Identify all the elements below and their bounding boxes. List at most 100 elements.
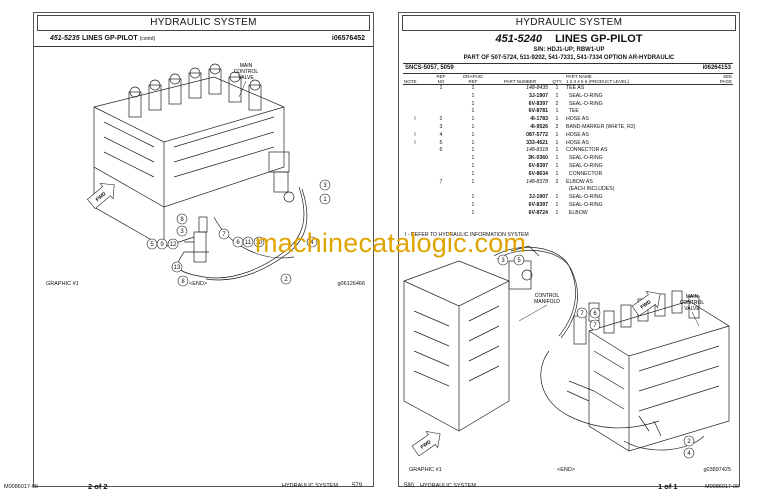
svg-text:FWD: FWD bbox=[420, 439, 433, 451]
row-ref-no: 5 bbox=[439, 139, 443, 146]
right-page-of: 1 of 1 bbox=[658, 482, 678, 491]
right-doc-id: M0086017-00 bbox=[705, 484, 739, 490]
row-part-name: SEAL-O-RING bbox=[566, 201, 603, 208]
left-graphic-label: GRAPHIC #1 bbox=[46, 281, 79, 287]
right-mcv-line3: VALVE bbox=[684, 306, 700, 312]
row-ref-no bbox=[427, 202, 455, 210]
row-see-page bbox=[709, 101, 733, 109]
row-qty: 1 bbox=[555, 85, 559, 91]
row-part-name: SEAL-O-RING bbox=[566, 100, 603, 107]
row-ref-no bbox=[427, 210, 455, 218]
row-note bbox=[403, 93, 427, 101]
right-fwd-arrow-icon-top: FWD bbox=[631, 290, 661, 317]
row-qty: 1 bbox=[555, 209, 559, 216]
right-section-title: 451-5240 LINES GP-PILOT bbox=[399, 33, 739, 45]
callout-9: 9 bbox=[156, 238, 168, 250]
left-end-label: <END> bbox=[189, 281, 208, 287]
svg-text:2: 2 bbox=[284, 277, 288, 283]
row-graphic-ref: 1 bbox=[471, 92, 475, 99]
svg-text:8: 8 bbox=[181, 279, 185, 285]
right-page-number: 580 bbox=[404, 483, 415, 489]
row-part-number: 333-4521 bbox=[526, 139, 548, 146]
row-qty: 1 bbox=[555, 147, 559, 154]
svg-text:2: 2 bbox=[687, 439, 691, 445]
left-fwd-arrow-icon: FWD bbox=[86, 183, 115, 210]
callout-r-6: 6 bbox=[589, 307, 601, 319]
row-graphic-ref: 1 bbox=[471, 100, 475, 107]
row-note bbox=[403, 210, 427, 218]
row-part-number: 6V-8781 bbox=[528, 108, 548, 115]
row-graphic-ref: 1 bbox=[471, 123, 475, 130]
row-part-name: SEAL-O-RING bbox=[566, 194, 603, 201]
callout-6: 6 bbox=[232, 236, 244, 248]
right-mcv-line2: CONTROL bbox=[680, 300, 705, 306]
left-page: HYDRAULIC SYSTEM 451-5235 LINES GP-PILOT… bbox=[33, 12, 374, 487]
row-part-number: 148-8378 bbox=[526, 178, 548, 185]
row-ref-no bbox=[427, 93, 455, 101]
svg-text:6: 6 bbox=[593, 311, 597, 317]
row-qty: 2 bbox=[555, 178, 559, 185]
row-part-name: SEAL-O-RING bbox=[566, 155, 603, 162]
row-note: I bbox=[414, 131, 416, 138]
callout-r-7b: 7 bbox=[589, 319, 601, 331]
right-ref-id: i06264153 bbox=[702, 65, 731, 71]
row-see-page bbox=[709, 210, 733, 218]
left-section-bar: 451-5235 LINES GP-PILOT (contd) i0657645… bbox=[34, 33, 373, 47]
row-qty: 1 bbox=[555, 131, 559, 138]
row-part-number: 148-8435 bbox=[526, 85, 548, 91]
row-note bbox=[403, 108, 427, 116]
left-page-number: 579 bbox=[352, 483, 363, 489]
svg-text:4: 4 bbox=[687, 451, 691, 457]
row-graphic-ref: 1 bbox=[471, 147, 475, 154]
row-graphic-ref: 1 bbox=[471, 116, 475, 123]
row-note bbox=[403, 147, 427, 155]
row-see-page bbox=[709, 85, 733, 93]
svg-text:1: 1 bbox=[323, 197, 327, 203]
row-ref-no bbox=[427, 171, 455, 179]
row-part-name: ELBOW AS bbox=[566, 178, 593, 185]
callout-13: 13 bbox=[171, 261, 183, 273]
callout-8b: 8 bbox=[177, 275, 189, 287]
row-part-number: 148-8318 bbox=[526, 147, 548, 154]
row-graphic-ref: 1 bbox=[471, 155, 475, 162]
svg-text:3: 3 bbox=[501, 258, 505, 264]
callout-4: 4 bbox=[306, 236, 318, 248]
svg-text:7: 7 bbox=[222, 232, 226, 238]
row-see-page bbox=[709, 163, 733, 171]
right-mcv-line1: MAIN bbox=[686, 294, 699, 300]
row-note bbox=[403, 85, 427, 93]
row-part-number: 087-5772 bbox=[526, 131, 548, 138]
row-see-page bbox=[709, 108, 733, 116]
row-note bbox=[403, 163, 427, 171]
right-sncs: SNCS-5057, 5059 bbox=[405, 65, 454, 71]
col-note: NOTE bbox=[403, 74, 427, 85]
row-graphic-ref: 1 bbox=[471, 194, 475, 201]
refer-note: I - REFER TO HYDRAULIC INFORMATION SYSTE… bbox=[405, 232, 529, 238]
row-qty bbox=[549, 186, 565, 194]
right-fwd-arrow-icon-bottom: FWD bbox=[411, 430, 441, 457]
row-qty: 1 bbox=[555, 201, 559, 208]
row-part-name: HOSE AS bbox=[566, 116, 589, 123]
callout-r-3: 3 bbox=[497, 254, 509, 266]
row-ref-no bbox=[427, 108, 455, 116]
right-cm-line2: MANIFOLD bbox=[534, 299, 560, 305]
row-part-number bbox=[491, 186, 549, 194]
callout-r-5: 5 bbox=[513, 254, 525, 266]
callout-12: 12 bbox=[167, 238, 179, 250]
row-note bbox=[403, 124, 427, 132]
row-part-number: 3K-0360 bbox=[528, 155, 548, 162]
left-ref-id: i06576452 bbox=[331, 35, 365, 42]
row-ref-no: 1 bbox=[439, 85, 443, 91]
right-page: HYDRAULIC SYSTEM 451-5240 LINES GP-PILOT… bbox=[398, 12, 740, 487]
row-ref-no: 7 bbox=[439, 178, 443, 185]
svg-text:7: 7 bbox=[580, 311, 584, 317]
